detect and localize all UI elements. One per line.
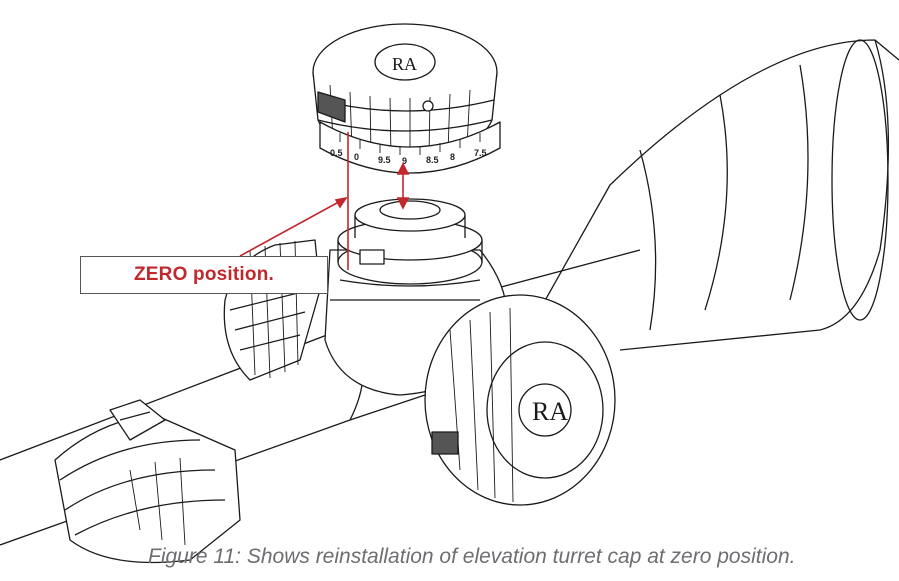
- cap-scale-label: 0.5: [330, 148, 343, 158]
- svg-text:RA: RA: [532, 397, 568, 426]
- seat-arrow-down: [396, 197, 410, 210]
- turret-stem: [337, 198, 483, 285]
- zero-position-callout: ZERO position.: [80, 256, 328, 294]
- callout-label: ZERO position.: [133, 264, 274, 285]
- figure-caption: Figure 11: Shows reinstallation of eleva…: [148, 545, 796, 568]
- callout-leader-arrowhead: [334, 196, 348, 209]
- cap-scale-labels: 0.5 0 9.5 9 8.5 8 7.5: [330, 148, 487, 166]
- objective-bell: [519, 39, 899, 351]
- svg-text:RA: RA: [392, 54, 417, 74]
- cap-scale-label: 9: [402, 156, 407, 166]
- cap-scale-label: 9.5: [378, 155, 391, 165]
- cap-scale-label: 8.5: [426, 155, 439, 165]
- magnification-ring: [54, 399, 241, 564]
- right-turret: RA: [424, 294, 616, 506]
- seat-arrow-up: [396, 162, 410, 175]
- callout-leader-line: [239, 197, 347, 257]
- cap-scale-label: 7.5: [474, 148, 487, 158]
- cap-scale-label: 0: [354, 152, 359, 162]
- cap-scale-label: 8: [450, 152, 455, 162]
- cap-scale-ring: [319, 121, 501, 174]
